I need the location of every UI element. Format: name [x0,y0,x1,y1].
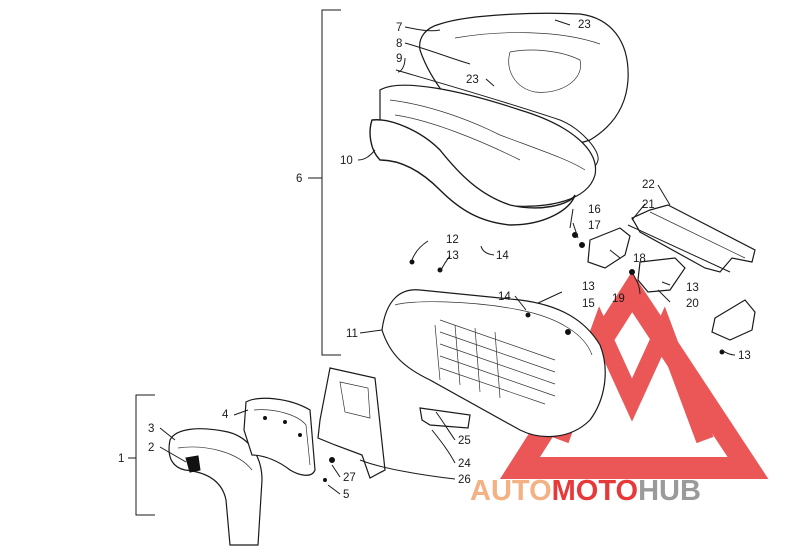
bracket-rod [627,224,731,273]
bracket-6 [321,9,341,356]
callout-18: 18 [633,253,646,265]
callout-26: 26 [458,474,471,486]
callout-20: 20 [686,298,699,310]
callout-5: 5 [343,489,349,501]
callout-13-a: 13 [446,250,459,262]
svg-text:AUTOMOTOHUB: AUTOMOTOHUB [470,475,701,507]
callout-23-mid: 23 [466,74,479,86]
lid-gasket [369,119,576,226]
watermark-auto: AUTO [470,475,552,507]
callout-12: 12 [446,234,459,246]
watermark-wordmark: AUTOMOTOHUB [470,475,701,507]
callout-22: 22 [642,179,655,191]
callout-2: 2 [148,442,154,454]
callout-4: 4 [222,409,229,421]
backrest-frame [243,397,316,476]
leader-lines [159,19,736,495]
watermark-hub: HUB [638,475,701,507]
callout-13-b: 13 [582,281,595,293]
backrest-assembly [168,367,386,546]
box-shell [381,289,606,438]
callout-21: 21 [642,199,655,211]
callout-16: 16 [588,204,601,216]
bracket-hinge [637,257,686,293]
box-floor-bracket [419,407,471,429]
callout-10: 10 [340,155,353,167]
callout-25: 25 [458,435,471,447]
callout-7: 7 [396,22,402,34]
rear-mount-plate [711,299,756,341]
bracket-bar [631,204,756,273]
callout-17: 17 [588,220,601,232]
group-brackets [128,9,341,516]
backrest-cushion [168,428,263,546]
bracket-latch [587,227,631,269]
bracket-1 [135,394,155,516]
callout-9: 9 [396,53,402,65]
callout-24: 24 [458,458,471,470]
watermark-moto: MOTO [552,475,638,507]
callout-1: 1 [118,453,124,465]
callout-13-d: 13 [738,350,751,362]
callout-15: 15 [582,298,595,310]
callout-8: 8 [396,38,402,50]
callout-23-top: 23 [578,19,591,31]
callout-19: 19 [612,293,625,305]
callout-14-a: 14 [496,250,509,262]
callout-labels: 7 8 9 23 23 10 6 22 21 16 17 12 13 14 18… [118,19,751,501]
backrest-badge [185,455,201,473]
callout-27: 27 [343,472,356,484]
callout-13-c: 13 [686,282,699,294]
callout-11: 11 [346,328,358,340]
callout-14-b: 14 [498,291,511,303]
callout-3: 3 [148,423,154,435]
upper-lid-assembly [369,12,629,226]
storage-box [381,259,606,438]
callout-6: 6 [296,173,302,185]
